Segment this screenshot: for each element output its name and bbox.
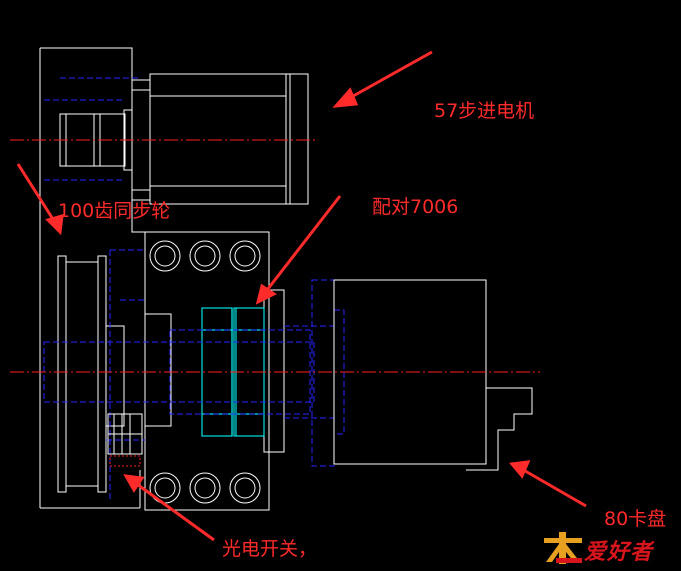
bearing-housing [144,231,285,511]
label-pulley: 100齿同步轮 [58,200,171,222]
bolt-holes [149,240,261,504]
optical-switch [107,413,143,467]
center-lines [10,139,540,373]
label-chuck: 80卡盘 [604,508,667,530]
logo-mark-icon [544,532,582,564]
arrows [16,50,587,542]
label-bearing: 配对7006 [372,196,459,218]
label-motor: 57步进电机 [434,100,535,122]
large-pulley [57,255,125,493]
label-sensor: 光电开关， [222,538,318,560]
site-logo: 爱好者 [540,524,680,570]
logo-text: 爱好者 [584,540,654,565]
